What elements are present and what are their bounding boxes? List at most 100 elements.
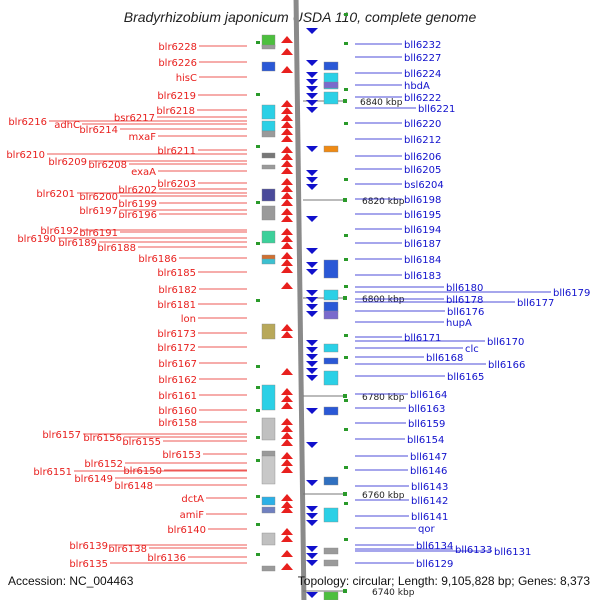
gene-arrow-forward: [281, 178, 293, 185]
gene-small-marker: [344, 178, 348, 181]
gene-label-right: bll6180: [446, 283, 483, 294]
gene-arrow-forward: [281, 368, 293, 375]
gene-arrow-reverse: [306, 375, 318, 381]
gene-label-right: bll6176: [447, 307, 484, 318]
gene-arrow-reverse: [306, 361, 318, 367]
gene-feature-block: [261, 258, 276, 265]
gene-small-marker: [256, 523, 260, 526]
gene-small-marker: [256, 436, 260, 439]
footer-bar: Accession: NC_004463 Topology: circular;…: [0, 574, 600, 594]
gene-small-marker: [256, 365, 260, 368]
gene-label-left: blr6160: [158, 406, 197, 417]
gene-label-left: blr6153: [162, 450, 201, 461]
gene-arrow-reverse: [306, 79, 318, 85]
gene-label-left: blr6138: [108, 544, 147, 555]
gene-small-marker: [344, 466, 348, 469]
gene-arrow-reverse: [306, 72, 318, 78]
gene-feature-block: [261, 323, 276, 340]
gene-label-right: bll6171: [404, 333, 441, 344]
gene-label-right: bll6134: [416, 541, 453, 552]
gene-arrow-reverse: [306, 408, 318, 414]
scale-label: 6800 kbp: [362, 295, 405, 305]
gene-feature-block: [323, 310, 339, 320]
gene-label-left: blr6203: [157, 179, 196, 190]
gene-label-right: bll6212: [404, 135, 441, 146]
gene-feature-block: [261, 455, 276, 485]
gene-feature-block: [323, 370, 339, 386]
gene-label-left: blr6186: [138, 254, 177, 265]
gene-arrow-reverse: [306, 560, 318, 566]
gene-arrow-forward: [281, 185, 293, 192]
gene-label-left: blr6185: [157, 268, 196, 279]
gene-label-left: blr6161: [158, 391, 197, 402]
gene-arrow-forward: [281, 331, 293, 338]
gene-arrow-forward: [281, 208, 293, 215]
gene-small-marker: [256, 145, 260, 148]
gene-label-right: bll6159: [408, 419, 445, 430]
gene-label-left: blr6199: [118, 199, 157, 210]
gene-label-right: bll6141: [411, 512, 448, 523]
gene-label-right: bll6227: [404, 53, 441, 64]
gene-label-right: bll6163: [408, 404, 445, 415]
gene-arrow-reverse: [306, 269, 318, 275]
gene-label-right: bll6143: [411, 482, 448, 493]
gene-label-left: blr6228: [158, 42, 197, 53]
gene-label-left: blr6196: [118, 210, 157, 221]
gene-label-right: bll6232: [404, 40, 441, 51]
gene-arrow-forward: [281, 135, 293, 142]
gene-feature-block: [261, 230, 276, 244]
gene-label-left: blr6218: [156, 106, 195, 117]
gene-label-left: blr6200: [79, 192, 118, 203]
gene-arrow-forward: [281, 282, 293, 289]
gene-label-left: hisC: [176, 73, 197, 84]
gene-arrow-forward: [281, 235, 293, 242]
gene-arrow-forward: [281, 199, 293, 206]
gene-arrow-reverse: [306, 553, 318, 559]
gene-label-left: blr6172: [157, 343, 196, 354]
gene-feature-block: [323, 357, 339, 365]
scale-label: 6840 kbp: [360, 98, 403, 108]
gene-arrow-forward: [281, 388, 293, 395]
gene-arrow-forward: [281, 439, 293, 446]
topology-text: Topology: circular; Length: 9,105,828 bp…: [297, 574, 590, 588]
gene-arrow-reverse: [306, 86, 318, 92]
gene-feature-block: [323, 591, 339, 600]
gene-arrow-reverse: [306, 262, 318, 268]
gene-label-left: blr6181: [157, 300, 196, 311]
gene-small-marker: [256, 409, 260, 412]
gene-label-left: blr6202: [118, 185, 157, 196]
gene-arrow-forward: [281, 242, 293, 249]
gene-label-left: blr6190: [17, 234, 56, 245]
gene-label-right: bll6146: [410, 466, 447, 477]
gene-arrow-reverse: [306, 340, 318, 346]
gene-label-right: bll6147: [410, 452, 447, 463]
gene-label-right: bll6221: [418, 104, 455, 115]
gene-label-left: dctA: [181, 494, 204, 505]
gene-arrow-reverse: [306, 442, 318, 448]
gene-feature-block: [261, 120, 276, 132]
gene-label-left: blr6197: [79, 206, 118, 217]
gene-arrow-forward: [281, 528, 293, 535]
gene-label-left: adhC: [54, 120, 80, 131]
gene-arrow-reverse: [306, 216, 318, 222]
gene-arrow-forward: [281, 266, 293, 273]
gene-label-right: bll6165: [447, 372, 484, 383]
gene-feature-block: [261, 417, 276, 441]
gene-small-marker: [344, 399, 348, 402]
gene-label-right: bll6224: [404, 69, 441, 80]
gene-feature-block: [323, 81, 339, 89]
gene-feature-block: [261, 254, 276, 260]
gene-label-left: mxaF: [128, 132, 156, 143]
gene-arrow-forward: [281, 535, 293, 542]
gene-label-right: bll6183: [404, 271, 441, 282]
gene-arrow-forward: [281, 100, 293, 107]
gene-arrow-reverse: [306, 177, 318, 183]
gene-arrow-forward: [281, 418, 293, 425]
gene-arrow-forward: [281, 425, 293, 432]
gene-small-marker: [344, 502, 348, 505]
gene-feature-block: [261, 152, 276, 159]
gene-label-left: blr6192: [40, 226, 79, 237]
gene-feature-block: [323, 343, 339, 353]
gene-arrow-forward: [281, 48, 293, 55]
